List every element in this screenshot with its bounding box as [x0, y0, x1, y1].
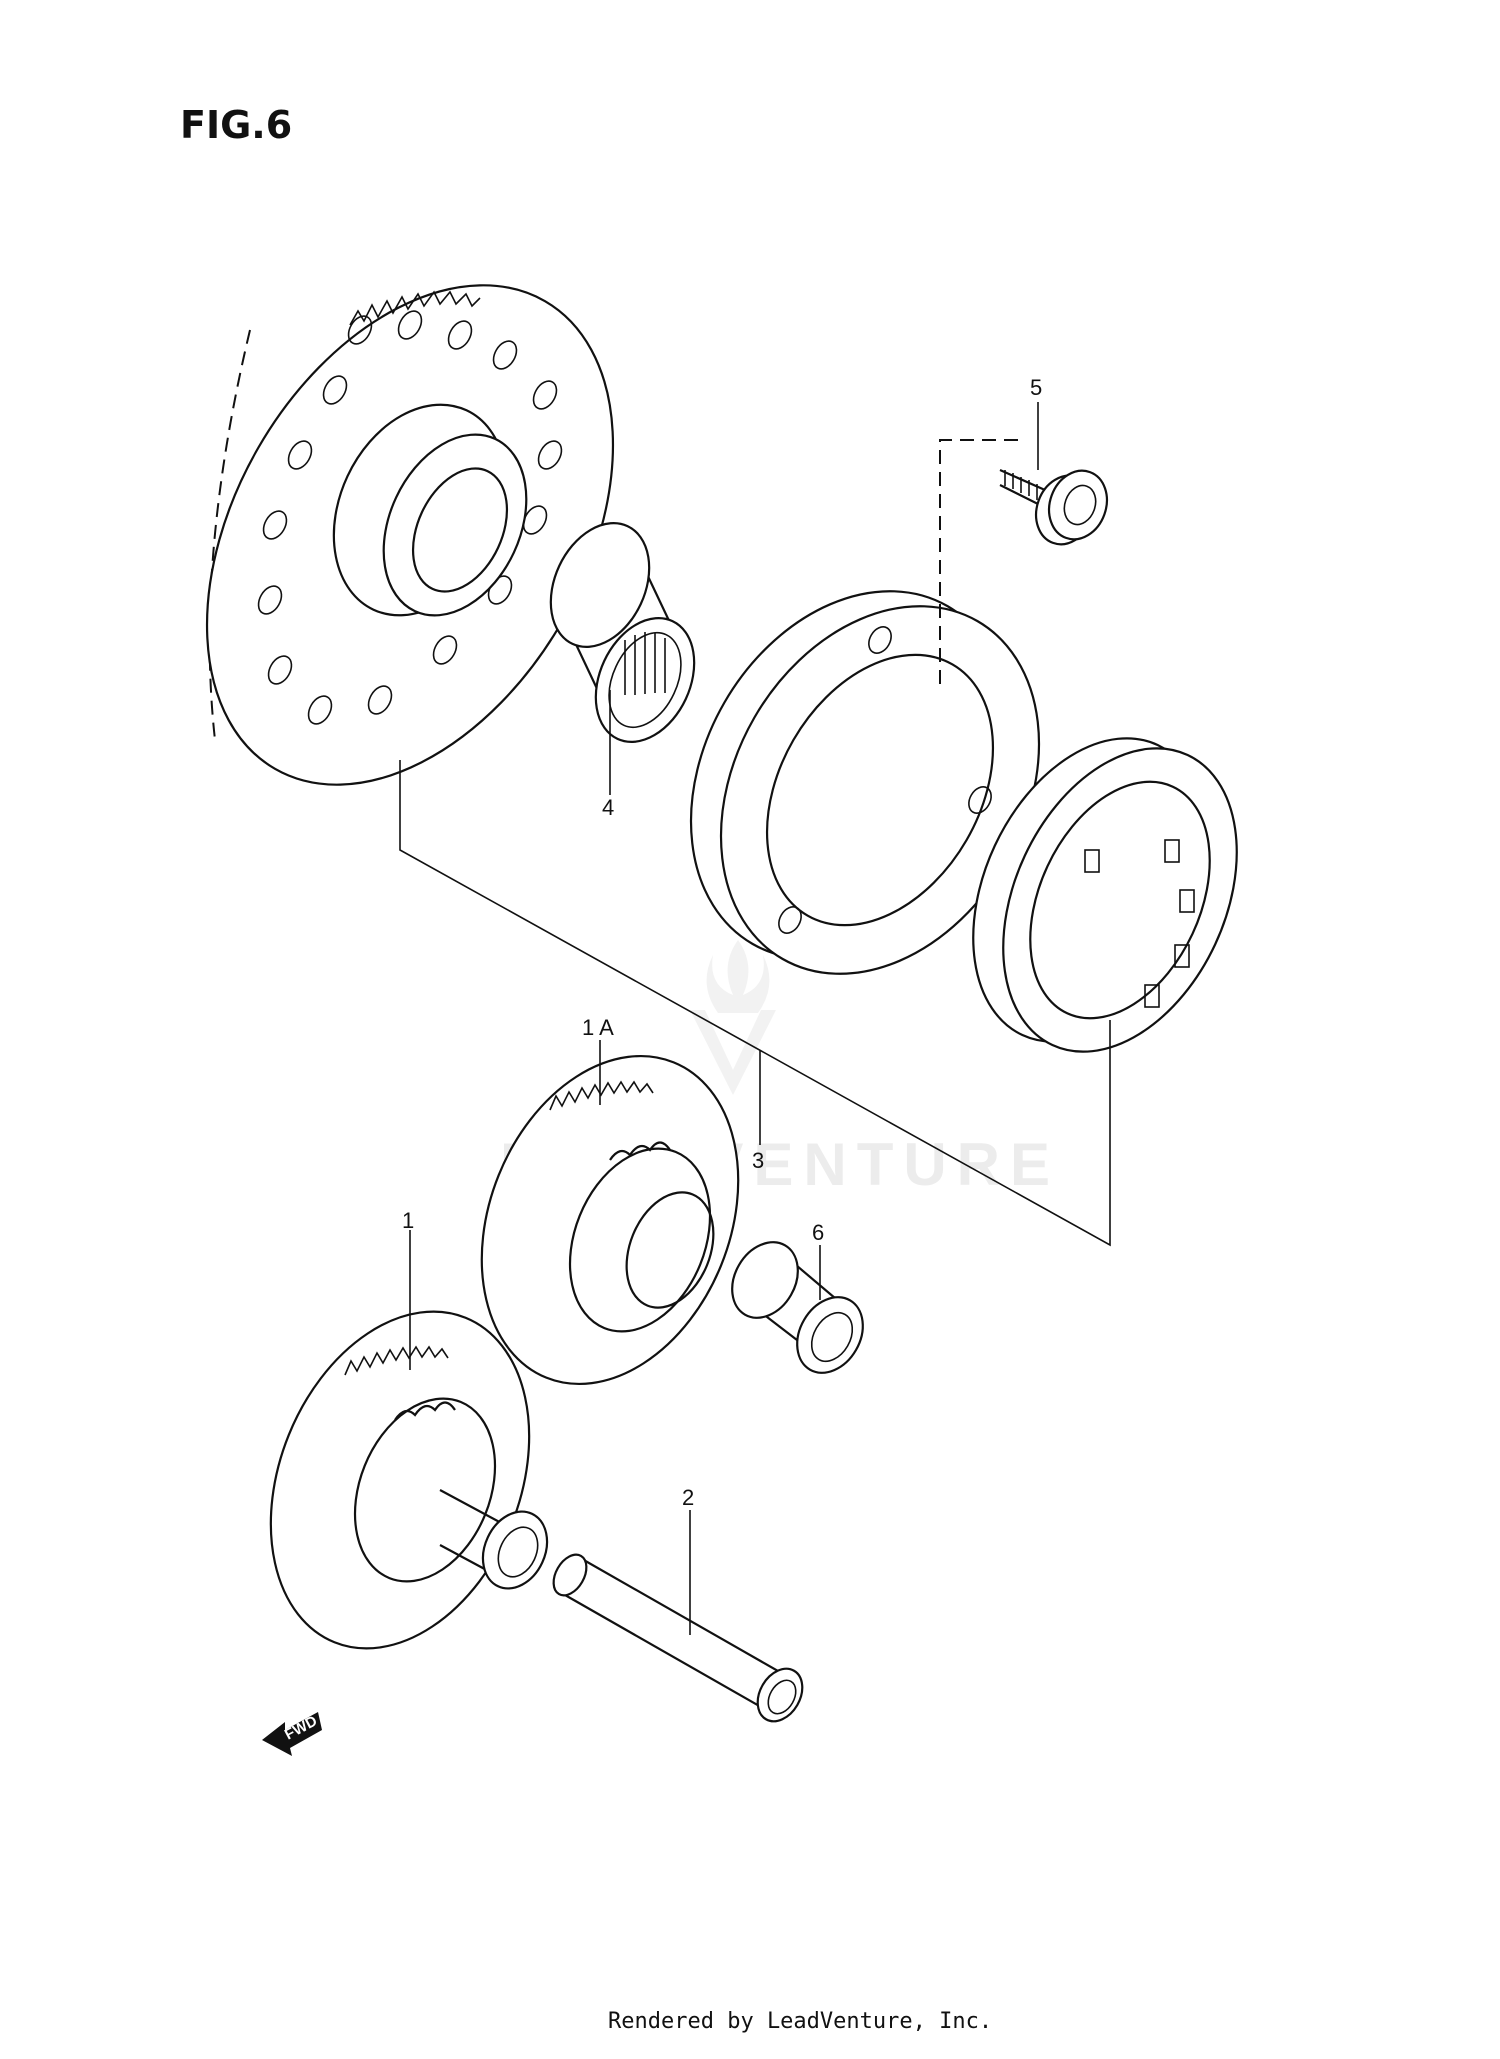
bolt-hole-ring: [257, 310, 563, 725]
callout-6: 6: [812, 1220, 824, 1245]
bolt: [999, 468, 1109, 546]
idle-gear-1a: [480, 1054, 740, 1386]
starter-clutch-housing: [689, 590, 1041, 975]
figure-title: FIG.6: [180, 103, 292, 147]
footer-credit: Rendered by LeadVenture, Inc.: [608, 2009, 992, 2034]
idle-gear-shaft: [552, 1553, 804, 1723]
leadventure-logo-icon: [690, 940, 776, 1095]
starter-driven-gear: [205, 284, 615, 786]
idle-gear-1: [269, 1310, 549, 1650]
one-way-clutch: [972, 737, 1238, 1053]
needle-bearing: [549, 521, 696, 744]
callout-1: 1: [402, 1208, 414, 1233]
callout-1a: 1 A: [582, 1015, 614, 1040]
fwd-arrow-icon: FWD: [262, 1712, 322, 1756]
callout-5: 5: [1030, 375, 1042, 400]
leader-lines: [399, 402, 1111, 1635]
callout-2: 2: [682, 1485, 694, 1510]
callout-4: 4: [602, 795, 614, 820]
callout-3: 3: [752, 1148, 764, 1173]
bushing: [731, 1241, 864, 1374]
